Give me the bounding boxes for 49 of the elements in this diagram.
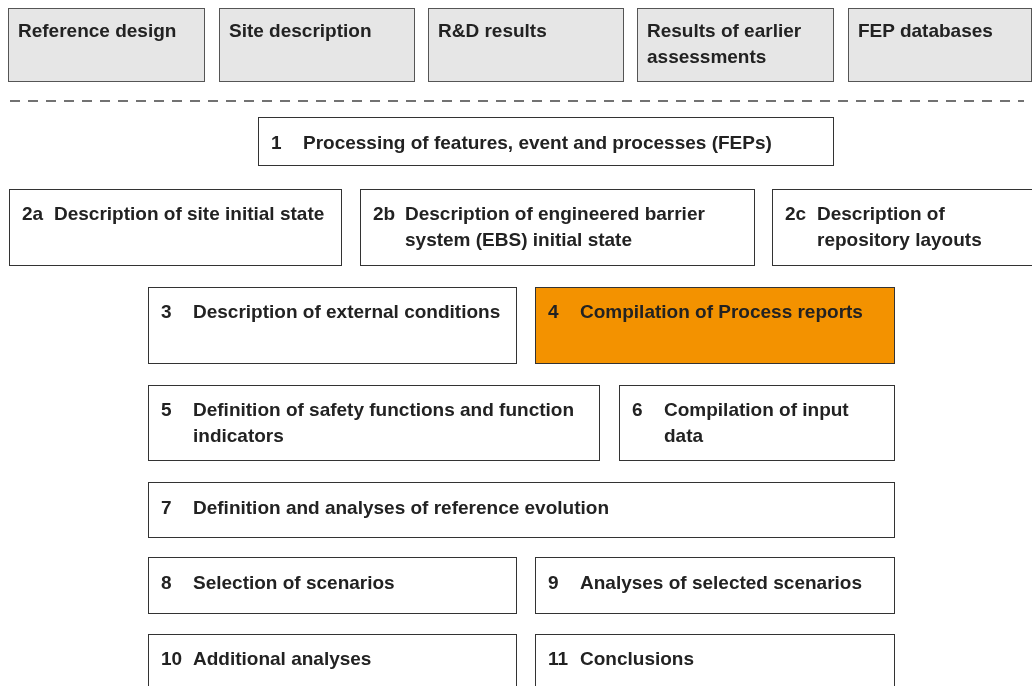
box-text: Reference design [18, 19, 178, 43]
step-number: 7 [161, 496, 172, 520]
step-title: Analyses of selected scenarios [580, 571, 863, 595]
process-box [535, 287, 895, 364]
process-box [772, 189, 1032, 266]
process-box [258, 117, 834, 166]
box-text: Results of earlier assessments [647, 19, 803, 69]
step-number: 9 [548, 571, 559, 595]
step-title: Definition and analyses of reference evolution [193, 496, 610, 520]
step-title: Description of repository layouts [817, 202, 983, 252]
box-text: R&D results [438, 19, 548, 43]
process-box [148, 482, 895, 538]
step-title: Compilation of input data [664, 398, 850, 448]
step-number: 6 [632, 398, 643, 422]
process-box [535, 557, 895, 614]
process-box [148, 557, 517, 614]
step-title: Additional analyses [193, 647, 373, 671]
step-number: 10 [161, 647, 183, 671]
process-box [148, 385, 600, 461]
step-title: Description of engineered barrier system (EBS) initial state [405, 202, 706, 252]
step-number: 3 [161, 300, 172, 324]
box-text: Site description [229, 19, 373, 43]
input-box [637, 8, 834, 82]
step-title: Description of external conditions [193, 300, 502, 324]
step-title: Processing of features, event and processes (FEPs) [303, 131, 773, 155]
box-text: FEP databases [858, 19, 994, 43]
process-box [360, 189, 755, 266]
step-number: 11 [548, 647, 569, 671]
input-box [848, 8, 1032, 82]
step-number: 8 [161, 571, 172, 595]
step-title: Definition of safety functions and function indicators [193, 398, 576, 448]
input-box [8, 8, 205, 82]
input-box [219, 8, 415, 82]
process-box [148, 634, 517, 686]
process-box [619, 385, 895, 461]
step-number: 1 [271, 131, 282, 155]
step-title: Description of site initial state [54, 202, 326, 226]
step-number: 2b [373, 202, 396, 226]
step-number: 2c [785, 202, 807, 226]
step-number: 4 [548, 300, 559, 324]
step-number: 5 [161, 398, 172, 422]
step-title: Compilation of Process reports [580, 300, 864, 324]
step-title: Conclusions [580, 647, 695, 671]
process-box [9, 189, 342, 266]
input-box [428, 8, 624, 82]
step-number: 2a [22, 202, 44, 226]
process-box [148, 287, 517, 364]
process-box [535, 634, 895, 686]
step-title: Selection of scenarios [193, 571, 396, 595]
